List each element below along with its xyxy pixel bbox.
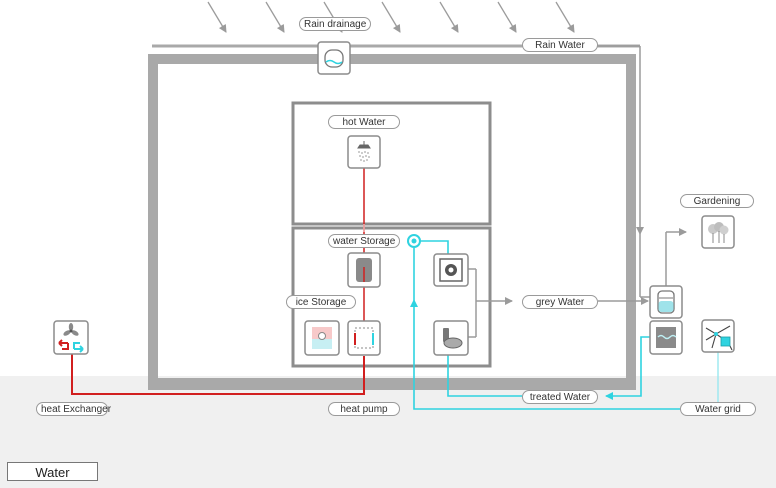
label-hot-water: hot Water xyxy=(328,115,400,129)
treated-water-pipes xyxy=(410,240,680,410)
label-ice-storage: ice Storage xyxy=(286,295,356,309)
storage-tank-icon xyxy=(347,252,381,288)
treatment-tank-icon xyxy=(649,320,683,355)
label-water-storage: water Storage xyxy=(328,234,400,248)
rain-tank-icon xyxy=(317,41,351,75)
label-gardening: Gardening xyxy=(680,194,754,208)
ice-storage-icon xyxy=(304,320,340,356)
rain-water-pipe xyxy=(598,45,650,298)
label-rain-water: Rain Water xyxy=(522,38,598,52)
ground-band xyxy=(0,376,776,488)
filter-tank-icon xyxy=(649,285,683,319)
legend-water: Water xyxy=(7,462,98,481)
rain-arrows xyxy=(207,1,575,33)
grey-water-pipes xyxy=(468,268,649,338)
label-rain-drainage: Rain drainage xyxy=(299,17,371,31)
fan-icon xyxy=(53,320,89,355)
label-heat-exchanger: heat Exchanger xyxy=(36,402,111,416)
label-water-grid: Water grid xyxy=(680,402,756,416)
tree-icon xyxy=(701,215,735,249)
shower-icon xyxy=(347,135,381,169)
grid-map-icon xyxy=(701,319,735,353)
label-treated-water: treated Water xyxy=(522,390,598,404)
toilet-icon xyxy=(433,320,469,356)
label-grey-water: grey Water xyxy=(522,295,598,309)
heat-exchanger-pipe xyxy=(71,354,365,395)
label-heat-pump: heat pump xyxy=(328,402,400,416)
washing-machine-icon xyxy=(433,253,469,287)
gardening-pipe xyxy=(665,228,687,286)
heat-pump-icon xyxy=(347,320,381,356)
